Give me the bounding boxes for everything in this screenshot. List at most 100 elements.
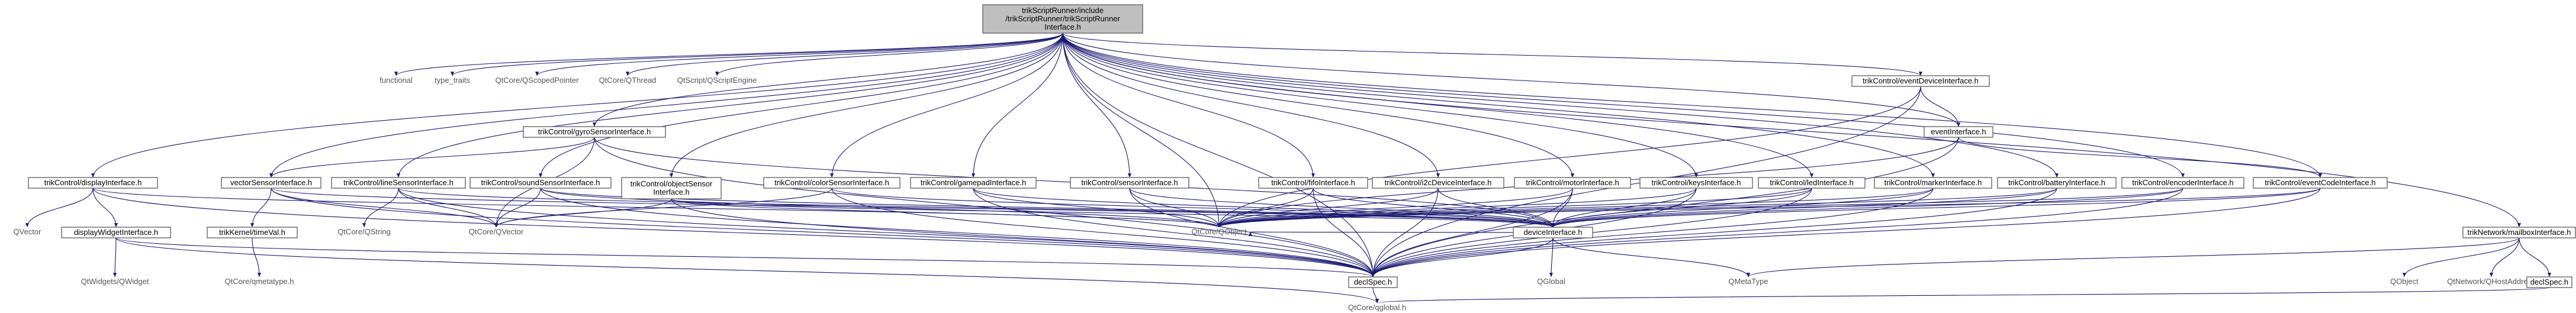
edge-root-to-sensorIface bbox=[1062, 33, 1132, 178]
node-motor-label-0: trikControl/motorInterface.h bbox=[1526, 178, 1619, 187]
edge-gamepad-to-qobject bbox=[973, 188, 1221, 228]
edge-root-to-functional bbox=[394, 33, 1063, 76]
edge-fifo-to-declSpec bbox=[1313, 188, 1375, 277]
edge-deviceIface-to-qmetaTypeName bbox=[1552, 237, 1751, 277]
node-gamepad[interactable]: trikControl/gamepadInterface.h bbox=[910, 177, 1037, 189]
node-display-box bbox=[28, 177, 158, 189]
node-mailbox[interactable]: trikNetwork/mailboxInterface.h bbox=[2462, 227, 2576, 238]
node-declSpec2[interactable]: declSpec.h bbox=[2526, 276, 2572, 288]
node-soundSensor[interactable]: trikControl/soundSensorInterface.h bbox=[469, 177, 612, 189]
node-gyro[interactable]: trikControl/gyroSensorInterface.h bbox=[523, 126, 666, 138]
node-sensorIface-label-0: trikControl/sensorInterface.h bbox=[1081, 178, 1178, 187]
node-keys[interactable]: trikControl/keysInterface.h bbox=[1639, 177, 1753, 189]
node-led[interactable]: trikControl/ledInterface.h bbox=[1758, 177, 1866, 189]
edge-soundSensor-to-declSpec bbox=[540, 188, 1375, 277]
node-declSpec[interactable]: declSpec.h bbox=[1348, 276, 1398, 288]
edge-keys-to-qobject bbox=[1217, 188, 1697, 228]
node-lineSensor[interactable]: trikControl/lineSensorInterface.h bbox=[331, 177, 466, 189]
node-root-box bbox=[982, 4, 1143, 34]
node-encoder[interactable]: trikControl/encoderInterface.h bbox=[2121, 177, 2244, 189]
node-i2c[interactable]: trikControl/i2cDeviceInterface.h bbox=[1372, 177, 1504, 189]
edge-vectorSensor-to-deviceIface bbox=[271, 188, 1555, 228]
edge-root-to-qthread bbox=[626, 33, 1063, 76]
edge-soundSensor-to-qcoreqvector bbox=[494, 188, 541, 228]
node-encoder-box bbox=[2121, 177, 2244, 189]
edge-vectorSensor-to-timeVal bbox=[250, 188, 272, 228]
node-gamepad-box bbox=[910, 177, 1037, 189]
node-qobject-label-0: QtCore/QObject bbox=[1191, 227, 1247, 236]
node-i2c-label-0: trikControl/i2cDeviceInterface.h bbox=[1385, 178, 1492, 187]
node-displayWidget-label-0: displayWidgetInterface.h bbox=[74, 228, 158, 237]
edge-display-to-displayWidget bbox=[92, 188, 118, 228]
node-fifo[interactable]: trikControl/fifoInterface.h bbox=[1258, 177, 1368, 189]
edge-root-to-objectSensor bbox=[669, 33, 1063, 178]
edge-colorSensor-to-qcoreqvector bbox=[494, 188, 832, 228]
edge-lineSensor-to-qstring bbox=[362, 188, 399, 228]
node-colorSensor-label-0: trikControl/colorSensorInterface.h bbox=[774, 178, 889, 187]
node-eventCode[interactable]: trikControl/eventCodeInterface.h bbox=[2253, 177, 2388, 189]
edge-displayWidget-to-qwidget bbox=[112, 237, 117, 277]
edge-soundSensor-to-qobject bbox=[540, 188, 1221, 228]
node-gyro-label-0: trikControl/gyroSensorInterface.h bbox=[538, 127, 651, 136]
node-objectSensor-box bbox=[621, 177, 722, 199]
edge-eventIface-to-eventCode bbox=[1958, 137, 2322, 178]
edge-objectSensor-to-qobject bbox=[671, 198, 1221, 228]
node-functional-label-0: functional bbox=[380, 76, 413, 85]
node-fifo-box bbox=[1258, 177, 1368, 189]
node-eventDevice[interactable]: trikControl/eventDeviceInterface.h bbox=[1851, 75, 1990, 87]
edge-marker-to-qobject bbox=[1217, 188, 1934, 228]
node-timeVal-box bbox=[207, 227, 298, 238]
node-qhostaddress-label-0: QtNetwork/QHostAddress bbox=[2447, 277, 2536, 286]
node-qobjectName: QObject bbox=[2390, 277, 2419, 286]
node-qscriptengine: QtScript/QScriptEngine bbox=[677, 76, 757, 85]
node-root[interactable]: trikScriptRunner/include/trikScriptRunne… bbox=[982, 4, 1143, 34]
node-qobjectName-label-0: QObject bbox=[2390, 277, 2419, 286]
node-motor[interactable]: trikControl/motorInterface.h bbox=[1514, 177, 1631, 189]
edge-root-to-lineSensor bbox=[396, 33, 1063, 178]
edge-root-to-keys bbox=[1062, 33, 1699, 178]
edge-sensorIface-to-qobject bbox=[1129, 188, 1221, 228]
node-sensorIface[interactable]: trikControl/sensorInterface.h bbox=[1070, 177, 1189, 189]
node-soundSensor-box bbox=[469, 177, 612, 189]
node-vectorSensor[interactable]: vectorSensorInterface.h bbox=[221, 177, 321, 189]
node-display[interactable]: trikControl/displayInterface.h bbox=[28, 177, 158, 189]
node-objectSensor-label-0: trikControl/objectSensor bbox=[631, 179, 713, 188]
node-colorSensor[interactable]: trikControl/colorSensorInterface.h bbox=[763, 177, 901, 189]
node-declSpec-label-0: declSpec.h bbox=[1354, 277, 1392, 286]
node-eventDevice-box bbox=[1851, 75, 1990, 87]
node-qscriptengine-label-0: QtScript/QScriptEngine bbox=[677, 76, 757, 85]
node-qcoreqvector: QtCore/QVector bbox=[469, 227, 524, 236]
node-qwidget-label-0: QtWidgets/QWidget bbox=[81, 277, 149, 286]
node-objectSensor-label-1: Interface.h bbox=[653, 188, 689, 196]
node-marker[interactable]: trikControl/markerInterface.h bbox=[1874, 177, 1992, 189]
node-deviceIface[interactable]: deviceInterface.h bbox=[1513, 227, 1593, 238]
node-displayWidget[interactable]: displayWidgetInterface.h bbox=[61, 227, 171, 238]
node-battery[interactable]: trikControl/batteryInterface.h bbox=[1997, 177, 2117, 189]
edge-battery-to-declSpec bbox=[1371, 188, 2057, 277]
node-qmetaTypeName: QMetaType bbox=[1728, 277, 1768, 286]
edge-marker-to-deviceIface bbox=[1551, 188, 1934, 228]
edge-root-to-eventDevice bbox=[1062, 33, 1922, 76]
node-battery-box bbox=[1997, 177, 2117, 189]
node-lineSensor-box bbox=[331, 177, 466, 189]
node-qglobalName-label-0: QGlobal bbox=[1537, 277, 1565, 286]
node-eventIface[interactable]: eventInterface.h bbox=[1924, 126, 1993, 138]
node-qcoreqvector-label-0: QtCore/QVector bbox=[469, 227, 524, 236]
node-type_traits-label-0: type_traits bbox=[435, 76, 470, 85]
node-deviceIface-label-0: deviceInterface.h bbox=[1523, 228, 1582, 237]
node-functional: functional bbox=[380, 76, 413, 85]
node-marker-box bbox=[1874, 177, 1992, 189]
edge-root-to-i2c bbox=[1062, 33, 1440, 178]
node-timeVal[interactable]: trikKernel/timeVal.h bbox=[207, 227, 298, 238]
edge-root-to-motor bbox=[1062, 33, 1575, 178]
nodes-layer: trikScriptRunner/include/trikScriptRunne… bbox=[14, 4, 2576, 312]
node-vectorSensor-label-0: vectorSensorInterface.h bbox=[230, 178, 312, 187]
edge-root-to-soundSensor bbox=[538, 33, 1063, 178]
edge-root-to-colorSensor bbox=[829, 33, 1063, 178]
node-declSpec-box bbox=[1348, 276, 1398, 288]
node-eventCode-box bbox=[2253, 177, 2388, 189]
edge-root-to-declSpec bbox=[1062, 33, 1375, 277]
edge-root-to-eventIface bbox=[1062, 33, 1960, 127]
